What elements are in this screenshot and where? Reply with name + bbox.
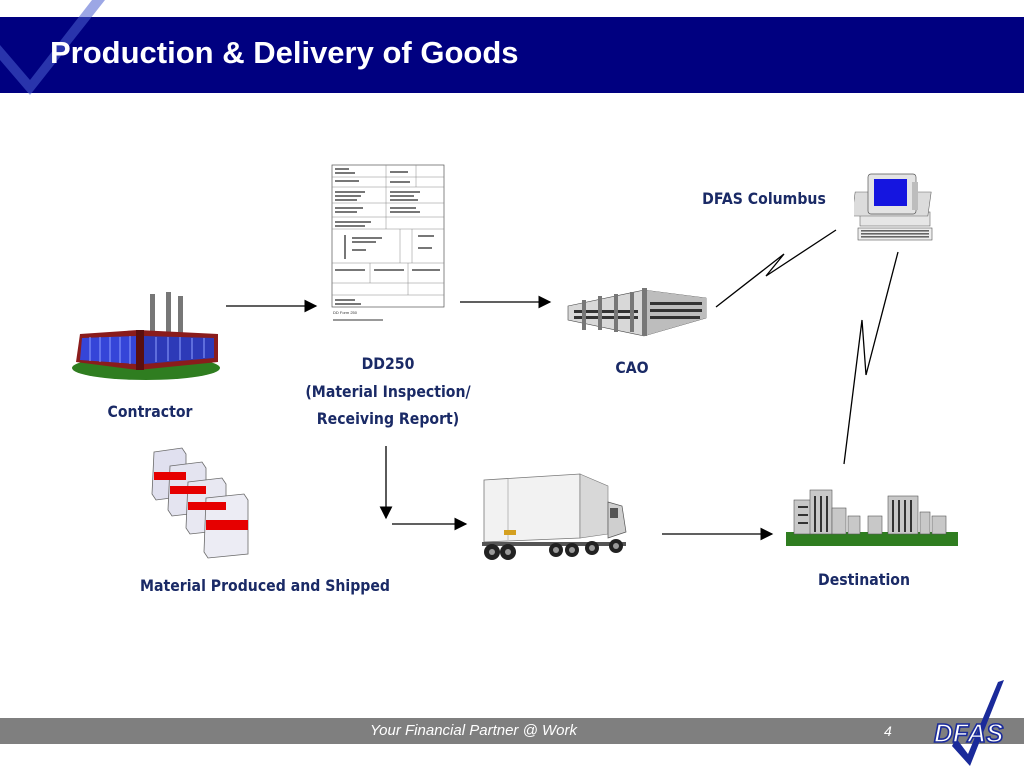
destination-label: Destination [818,570,910,589]
material-produced-label: Material Produced and Shipped [139,576,390,595]
footer-tagline: Your Financial Partner @ Work [370,722,577,739]
svg-text:DFAS: DFAS [934,718,1004,748]
delivery-truck-icon [482,473,627,560]
lightning-destination-dfas [843,251,899,465]
title-bar [0,17,1024,93]
page-title: Production & Delivery of Goods [50,35,519,70]
contractor-label: Contractor [107,402,193,421]
lightning-cao-dfas [715,229,837,308]
dd250-form-icon: DD Form 250 [330,163,448,328]
dd250-label-line2: (Material Inspection/ [305,382,471,401]
computer-workstation-icon [854,173,933,241]
office-building-icon [567,288,707,337]
dfas-columbus-label: DFAS Columbus [702,189,826,208]
form-caption: DD Form 250 [333,310,358,315]
material-containers-icon [151,447,249,559]
cao-label: CAO [615,358,649,377]
city-skyline-icon [786,489,958,546]
factory-icon [72,292,220,380]
checkmark-watermark-icon [0,0,105,95]
footer-bar [0,718,1024,744]
dd250-label-line3: Receiving Report) [316,409,460,428]
dd250-label: DD250 [361,354,415,373]
page-number: 4 [884,723,892,739]
dfas-logo-icon: DFAS [933,680,1005,766]
